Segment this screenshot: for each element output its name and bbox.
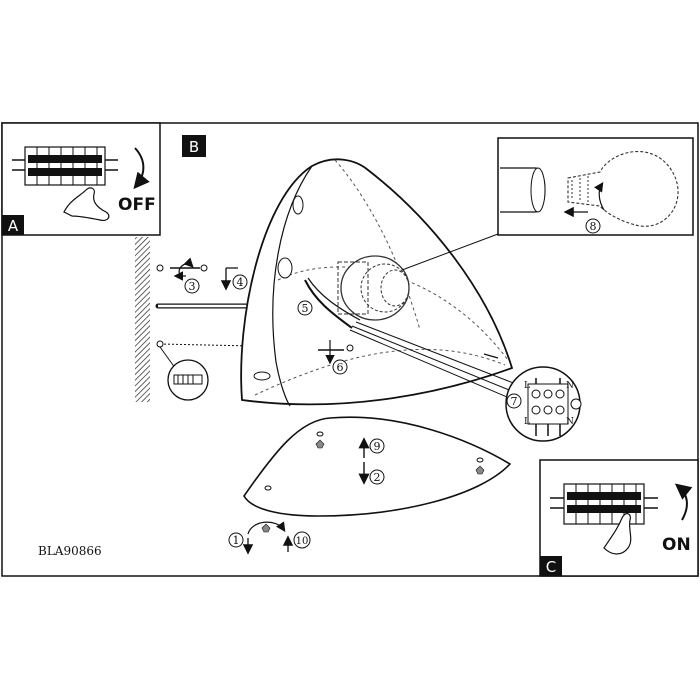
step-3-badge	[184, 278, 200, 294]
step-1-badge	[228, 532, 244, 548]
step-7-badge	[506, 393, 522, 409]
switch-on-arrow-icon	[674, 483, 693, 521]
switch-off-arrow-icon	[133, 147, 150, 190]
panel-c-letter: C	[546, 558, 556, 576]
hand-icon	[63, 187, 110, 221]
step-8-badge	[585, 218, 601, 234]
step-4-number: 4	[237, 276, 244, 289]
circuit-breaker-icon	[12, 146, 118, 186]
terminal-block-detail	[505, 366, 582, 442]
terminal-l-top: L	[524, 381, 530, 391]
terminal-l-bottom: L	[524, 417, 530, 427]
panel-c: C ON	[539, 459, 699, 577]
light-bulb-icon	[567, 151, 679, 227]
panel-b-letter-box	[182, 135, 206, 157]
step-6-number: 6	[337, 361, 344, 374]
step-6-badge	[332, 359, 348, 375]
step-4-badge	[232, 274, 248, 290]
wall-plug-detail	[159, 346, 209, 401]
terminal-n-bottom: N	[566, 417, 574, 427]
panel-c-switch-label: ON	[662, 535, 691, 555]
lamp-socket	[337, 255, 410, 321]
wall	[135, 237, 150, 402]
terminal-callout-lines	[349, 321, 517, 401]
wall-plug-bottom	[156, 340, 164, 348]
terminal-n-top: N	[566, 381, 574, 391]
step-4-arrow-icon	[226, 267, 238, 288]
earth-symbol-icon	[570, 398, 582, 410]
step-5-badge	[297, 300, 313, 316]
base-screw	[242, 521, 294, 555]
step-1-number: 1	[233, 534, 240, 547]
step-7-number: 7	[511, 395, 518, 408]
panel-a-letter-box	[2, 215, 24, 235]
bulb-detail-box	[497, 137, 694, 236]
step-9-number: 9	[374, 440, 381, 453]
bulb-callout-line	[401, 233, 499, 271]
model-code: BLA90866	[38, 544, 102, 558]
panel-c-letter-box	[540, 556, 562, 576]
circuit-breaker-icon	[550, 483, 658, 525]
hand-icon	[603, 512, 632, 555]
step-3-number: 3	[189, 280, 196, 293]
diagram-frame	[1, 122, 699, 577]
step-8-number: 8	[590, 220, 597, 233]
base-plate	[243, 416, 512, 517]
step-10-number: 10	[296, 536, 309, 547]
step-2-badge	[369, 469, 385, 485]
wall-plug-top	[156, 257, 208, 281]
screw-6	[318, 340, 354, 365]
panel-a-switch-label: OFF	[118, 195, 156, 215]
panel-b-letter: B	[189, 138, 199, 156]
step-5-number: 5	[302, 302, 309, 315]
step-2-number: 2	[374, 471, 381, 484]
step-10-badge	[293, 531, 311, 549]
panel-a-letter: A	[8, 217, 19, 235]
step-9-badge	[369, 438, 385, 454]
internal-wires	[304, 279, 353, 329]
panel-a: A OFF	[1, 122, 161, 236]
